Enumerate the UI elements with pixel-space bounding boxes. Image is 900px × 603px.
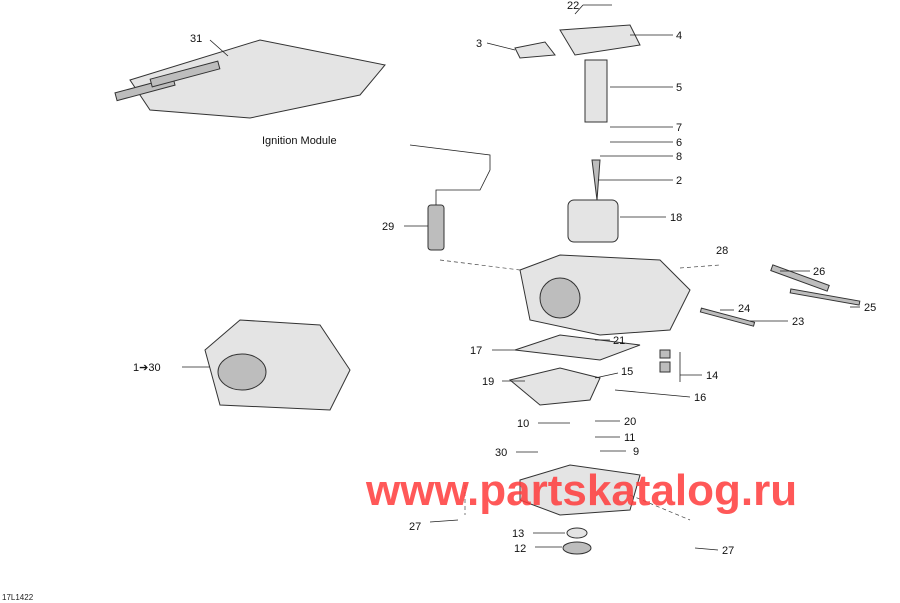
part-gasket-17 <box>514 334 641 361</box>
part-slide-18 <box>567 199 619 243</box>
callout: 10 <box>517 418 529 430</box>
callout: 25 <box>864 302 876 314</box>
callout: 19 <box>482 376 494 388</box>
callout: 11 <box>624 432 635 444</box>
callout: 20 <box>624 416 636 428</box>
callout: 22 <box>567 0 579 12</box>
callout: 28 <box>716 245 728 257</box>
callout: 7 <box>676 122 682 134</box>
callout: 13 <box>512 528 524 540</box>
part-cap-3 <box>514 41 556 59</box>
callout: 27 <box>722 545 734 557</box>
callout: 29 <box>382 221 394 233</box>
callout: 5 <box>676 82 682 94</box>
callout: 6 <box>676 137 682 149</box>
callout-labels: 22 4 3 5 7 6 8 2 18 31 29 28 26 25 24 23… <box>2 0 876 602</box>
assembly-dashed-lines <box>439 259 721 521</box>
leader-lines <box>182 4 860 551</box>
callout: 21 <box>613 335 625 347</box>
part-connector-29 <box>409 144 491 251</box>
part-screw-26 <box>770 264 830 292</box>
part-kit-31 <box>114 39 386 119</box>
part-float-bowl <box>519 464 641 516</box>
callout: 9 <box>633 446 639 458</box>
callout: 15 <box>621 366 633 378</box>
callout: 8 <box>676 151 682 163</box>
part-carb-body <box>519 254 691 336</box>
part-spring-5 <box>584 59 608 123</box>
watermark: www.partskatalog.ru <box>365 466 797 515</box>
part-screw-25 <box>789 288 861 306</box>
part-jets-14 <box>659 349 671 373</box>
ignition-module-label: Ignition Module <box>262 135 337 147</box>
callout: 2 <box>676 175 682 187</box>
callout: 18 <box>670 212 682 224</box>
callout: 24 <box>738 303 750 315</box>
callout: 12 <box>514 543 526 555</box>
drawing-code: 17L1422 <box>2 593 34 602</box>
part-plug-12 <box>562 541 592 555</box>
callout: 3 <box>476 38 482 50</box>
callout: 14 <box>706 370 718 382</box>
part-screw-24 <box>699 307 756 327</box>
part-cover-4 <box>559 24 641 56</box>
part-carb-assembly-30 <box>204 319 351 411</box>
callout: 16 <box>694 392 706 404</box>
callout: 26 <box>813 266 825 278</box>
callout: 30 <box>495 447 507 459</box>
callout: 1➔30 <box>133 362 161 374</box>
callout: 27 <box>409 521 421 533</box>
part-oring-13 <box>566 527 588 539</box>
callout: 4 <box>676 30 682 42</box>
callout: 17 <box>470 345 482 357</box>
callout: 31 <box>190 33 202 45</box>
callout: 23 <box>792 316 804 328</box>
part-plate-19 <box>508 367 601 406</box>
